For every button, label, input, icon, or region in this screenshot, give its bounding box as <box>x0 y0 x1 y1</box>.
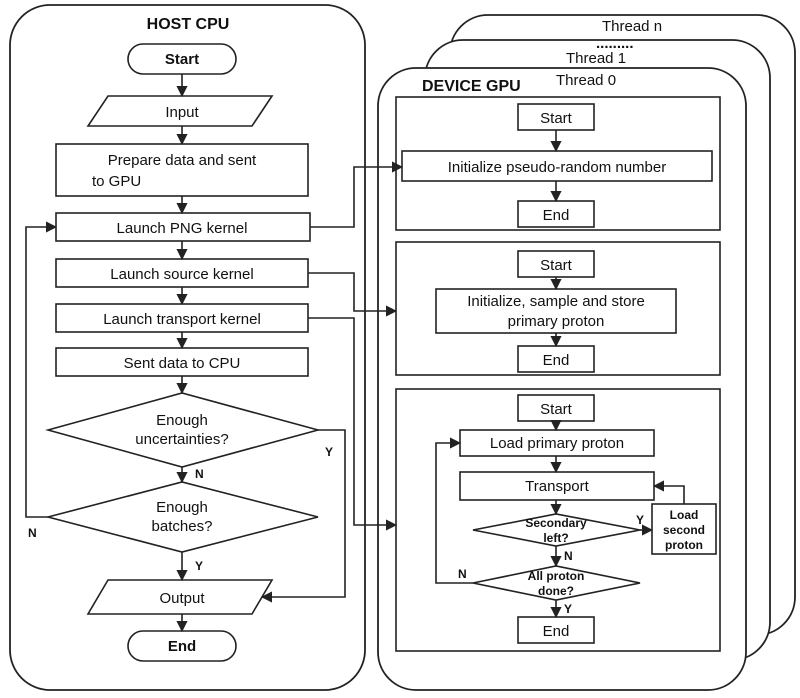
k2-start-label: Start <box>540 257 573 274</box>
host-output-label: Output <box>159 590 205 607</box>
k3-all-proton-done <box>472 565 641 601</box>
thread-0-label: Thread 0 <box>556 72 616 89</box>
k1-start-label: Start <box>540 110 573 127</box>
k3-label-n-secondary: N <box>564 549 573 563</box>
host-start-label: Start <box>165 51 199 68</box>
k3-start <box>517 394 595 422</box>
k3-secondary-label-2: left? <box>543 531 568 545</box>
k3-arrow-second-to-transport <box>652 480 685 504</box>
device-gpu-title: DEVICE GPU <box>422 78 521 95</box>
host-launch-png-label: Launch PNG kernel <box>117 220 248 237</box>
host-enough-batches-label-2: batches? <box>152 518 213 535</box>
k2-end <box>517 345 595 373</box>
k3-load-second-label-2: second <box>663 523 705 537</box>
host-end-label: End <box>168 638 196 655</box>
thread-dots-label: ......... <box>596 35 634 52</box>
k3-transport <box>459 471 655 501</box>
host-launch-source-label: Launch source kernel <box>110 266 253 283</box>
host-enough-batches-label-1: Enough <box>156 499 208 516</box>
k3-load-second-label-3: proton <box>665 538 703 552</box>
thread-1-label: Thread 1 <box>566 50 626 67</box>
connector-png-kernel <box>310 161 404 228</box>
host-launch-transport <box>55 303 309 333</box>
k3-label-n-alldone: N <box>458 567 467 581</box>
k3-label-y-secondary: Y <box>636 513 644 527</box>
k3-secondary-label-1: Secondary <box>525 516 587 530</box>
arrow-uncert-yes-output <box>260 429 346 603</box>
host-label-n-uncert: N <box>195 467 204 481</box>
k3-end-label: End <box>543 623 570 640</box>
host-input <box>86 95 274 127</box>
k1-init-label: Initialize pseudo-random number <box>448 159 666 176</box>
connector-transport-kernel <box>308 317 398 531</box>
host-label-y-uncert: Y <box>325 445 333 459</box>
k2-init-label-1: Initialize, sample and store <box>467 293 645 310</box>
k1-end <box>517 200 595 228</box>
arrow-batches-no-loop <box>25 221 58 518</box>
k3-load-second <box>651 503 717 555</box>
host-enough-uncertainties-label-1: Enough <box>156 412 208 429</box>
host-sent-data-label: Sent data to CPU <box>124 355 241 372</box>
host-enough-batches <box>44 481 319 553</box>
k2-init-label-2: primary proton <box>508 313 605 330</box>
host-cpu-title: HOST CPU <box>147 16 230 33</box>
k3-transport-label: Transport <box>525 478 589 495</box>
host-enough-uncertainties-label-2: uncertainties? <box>135 431 228 448</box>
connector-source-kernel <box>308 272 398 317</box>
k3-start-label: Start <box>540 401 573 418</box>
host-prepare-label-2: to GPU <box>92 173 141 190</box>
k3-all-done-label-2: done? <box>538 584 574 598</box>
thread-n-label: Thread n <box>602 18 662 35</box>
k3-load-primary <box>459 429 655 457</box>
host-label-n-batches: N <box>28 526 37 540</box>
k3-end <box>517 616 595 644</box>
host-input-label: Input <box>165 104 199 121</box>
k3-label-y-alldone: Y <box>564 602 572 616</box>
k1-end-label: End <box>543 207 570 224</box>
host-label-y-batches: Y <box>195 559 203 573</box>
k3-arrow-alldone-no-loop <box>435 437 473 584</box>
host-launch-transport-label: Launch transport kernel <box>103 311 261 328</box>
host-prepare-label-1: Prepare data and sent <box>108 152 257 169</box>
k3-load-second-label-1: Load <box>670 508 699 522</box>
host-output <box>86 579 274 615</box>
k3-all-done-label-1: All proton <box>528 569 585 583</box>
k3-load-primary-label: Load primary proton <box>490 435 624 452</box>
k2-end-label: End <box>543 352 570 369</box>
